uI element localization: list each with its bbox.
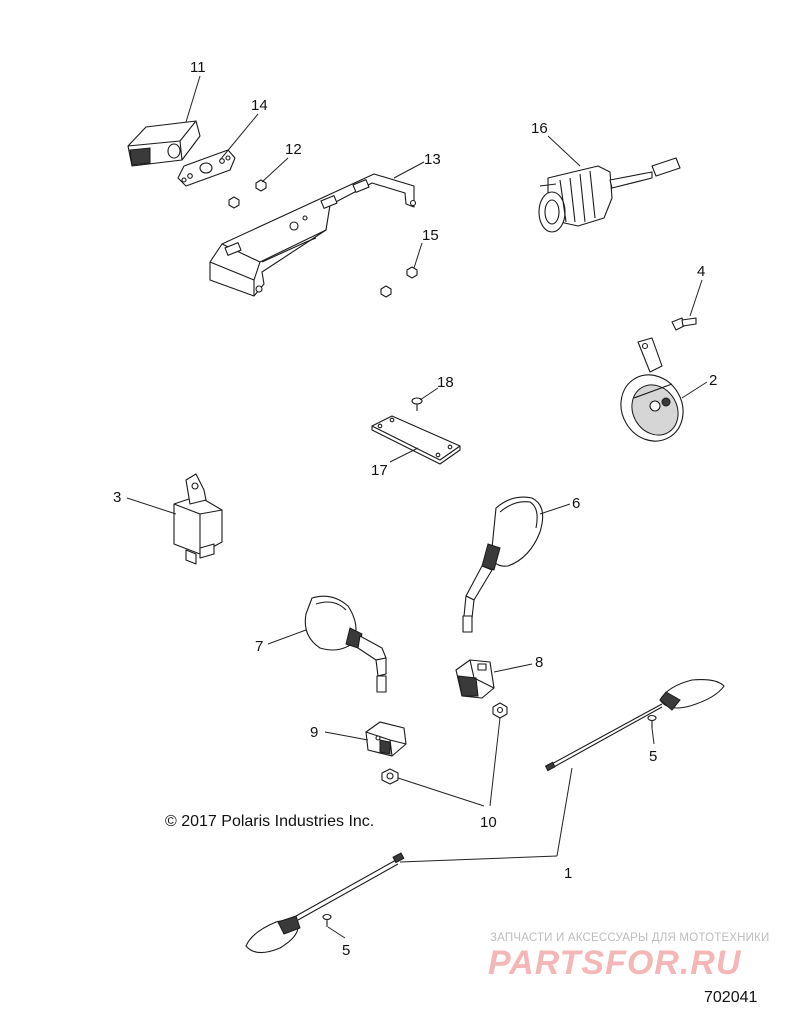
part-4-screw <box>671 317 697 331</box>
part-9-switch-block <box>365 721 407 757</box>
part-13-bracket <box>209 173 417 297</box>
label-17: 17 <box>371 462 388 479</box>
part-7-mirror-left <box>304 595 387 693</box>
label-8: 8 <box>535 654 543 671</box>
part-12-nut <box>228 179 267 209</box>
watermark-logo: PARTSFOR.RU <box>488 944 742 982</box>
label-7: 7 <box>255 638 263 655</box>
watermark-subtitle: ЗАПЧАСТИ И АКСЕССУАРЫ ДЛЯ МОТОТЕХНИКИ <box>490 932 770 944</box>
label-14: 14 <box>251 97 268 114</box>
part-14-gasket <box>177 149 236 187</box>
label-15: 15 <box>422 227 439 244</box>
part-11-tail-light <box>127 120 201 167</box>
part-10-nut <box>381 702 508 785</box>
part-16-handlebar-switch <box>538 157 681 233</box>
part-number-labels: 11 14 12 13 16 15 4 2 18 17 3 6 7 8 9 5 … <box>113 59 717 959</box>
label-18: 18 <box>437 374 454 391</box>
part-18-screw <box>411 397 423 411</box>
part-3-relay-module <box>173 473 223 565</box>
label-11: 11 <box>190 59 206 76</box>
label-3: 3 <box>113 489 121 506</box>
part-2-horn <box>620 337 684 442</box>
part-8-switch-block <box>455 659 495 699</box>
part-1-turn-signal-right <box>544 679 725 772</box>
label-1: 1 <box>564 865 572 882</box>
part-1-turn-signal-left <box>245 852 405 954</box>
label-16: 16 <box>531 120 548 137</box>
part-5-screw-lower <box>322 913 332 927</box>
label-6: 6 <box>572 495 580 512</box>
label-5-upper: 5 <box>649 748 657 765</box>
copyright-notice: © 2017 Polaris Industries Inc. <box>165 813 375 830</box>
label-2: 2 <box>709 372 717 389</box>
label-10: 10 <box>480 814 497 831</box>
label-5-lower: 5 <box>342 942 350 959</box>
diagram-id: 702041 <box>704 989 758 1006</box>
label-4: 4 <box>697 263 705 280</box>
part-15-nut <box>380 266 418 298</box>
label-9: 9 <box>310 724 318 741</box>
label-12: 12 <box>285 141 302 158</box>
part-6-mirror-right <box>462 496 544 633</box>
leader-lines <box>126 75 708 939</box>
part-17-plate <box>371 415 461 465</box>
label-13: 13 <box>424 151 441 168</box>
part-5-screw-upper <box>647 714 657 728</box>
